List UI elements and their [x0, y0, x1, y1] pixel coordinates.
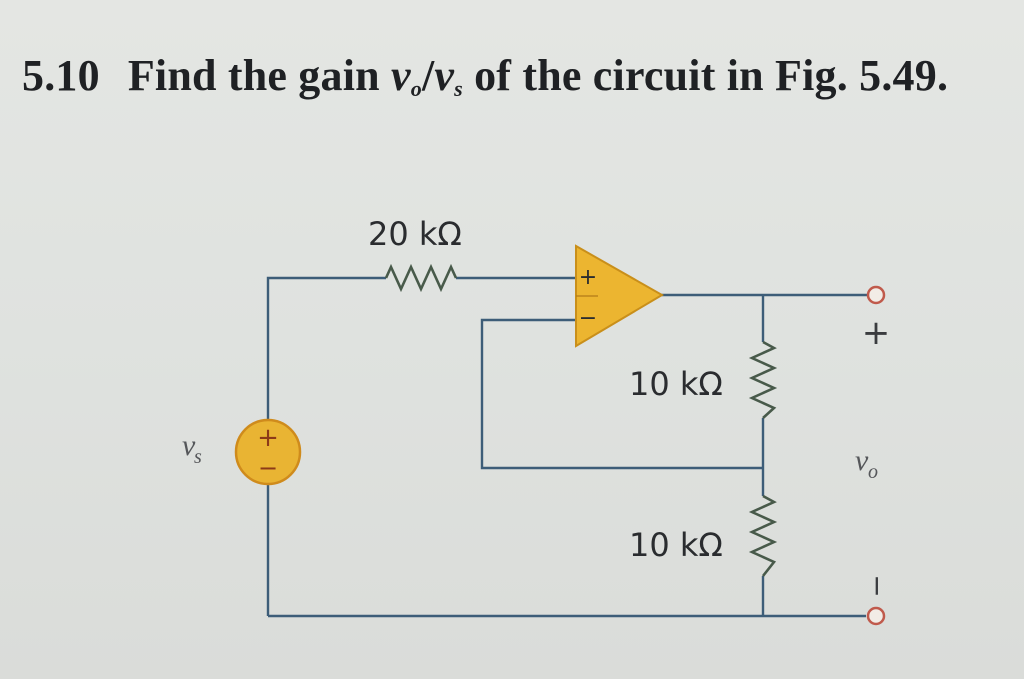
output-terminal-plus [866, 285, 886, 305]
source-plus-sign: + [257, 423, 279, 453]
source-minus-sign: − [258, 454, 278, 482]
vs-var: v [434, 51, 455, 100]
wire-left-top [266, 276, 386, 446]
r-lower-label: 10 kΩ [629, 526, 723, 564]
r-upper-label: 10 kΩ [629, 365, 723, 403]
output-plus-label: + [862, 313, 891, 353]
output-label-sub: o [868, 461, 878, 483]
output-terminal-minus [866, 606, 886, 626]
resistor-10k-upper [748, 340, 778, 419]
resistor-10k-lower [748, 494, 778, 577]
problem-text-after: of the circuit in Fig. 5.49. [462, 51, 949, 100]
opamp-plus-sign: + [579, 265, 597, 290]
voltage-source [234, 418, 302, 486]
wire-feedback [480, 318, 763, 470]
vs-sub: s [454, 76, 463, 101]
resistor-20k [384, 263, 458, 293]
vo-sub: o [410, 76, 422, 101]
vo-var: v [391, 51, 411, 100]
opamp-minus-sign: − [579, 306, 597, 331]
problem-number: 5.10 [22, 51, 100, 100]
output-label-var: v [855, 444, 869, 477]
r-input-label: 20 kΩ [368, 215, 462, 253]
problem-text-before: Find the gain [127, 51, 392, 100]
slash: / [421, 51, 435, 100]
output-minus-label: − [861, 574, 894, 597]
source-label-sub: s [194, 446, 202, 468]
source-label-var: v [182, 429, 196, 462]
